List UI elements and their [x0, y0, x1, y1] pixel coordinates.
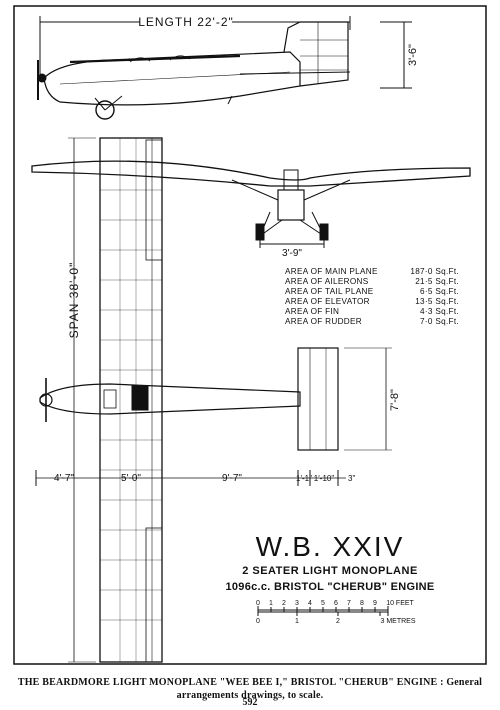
area-label: AREA OF FIN	[285, 307, 339, 316]
front-view	[31, 160, 471, 248]
dim-rear-fuselage: 9'-7"	[222, 473, 242, 484]
dim-nose: 4'-7"	[54, 473, 74, 484]
page-number: 592	[242, 697, 258, 708]
scale-feet-tick: 5	[321, 600, 325, 607]
area-value: 13·5 Sq.Ft.	[415, 297, 459, 306]
area-value: 21·5 Sq.Ft.	[415, 277, 459, 286]
dim-wing-chord: 5'-0"	[121, 473, 141, 484]
scale-feet-tick: 2	[282, 600, 286, 607]
scale-feet-tick: 6	[334, 600, 338, 607]
engine-subtitle: 1096c.c. BRISTOL "CHERUB" ENGINE	[225, 581, 434, 593]
area-label: AREA OF AILERONS	[285, 277, 369, 286]
scale-feet-tick: 0	[256, 600, 260, 607]
area-value: 6·5 Sq.Ft.	[420, 287, 459, 296]
scale-feet-tick: 9	[373, 600, 377, 607]
drawing-subtitle: 2 SEATER LIGHT MONOPLANE	[242, 565, 418, 577]
area-table: AREA OF MAIN PLANE 187·0 Sq.Ft. AREA OF …	[285, 267, 459, 326]
span-dimension-label: SPAN 38'-0"	[67, 262, 81, 339]
scale-feet-tick: 4	[308, 600, 312, 607]
drawing-frame	[13, 5, 487, 665]
area-value: 7·0 Sq.Ft.	[420, 317, 459, 326]
side-view	[37, 16, 412, 120]
drawing-title: W.B. XXIV	[256, 531, 405, 562]
scale-metre-tick: 0	[256, 618, 260, 625]
figure-caption: THE BEARDMORE LIGHT MONOPLANE "WEE BEE I…	[17, 677, 483, 701]
scale-feet-tick: 10 FEET	[386, 600, 414, 607]
scale-metre-tick: 2	[336, 618, 340, 625]
dim-tail-1: 1'-1"	[296, 474, 312, 483]
area-label: AREA OF TAIL PLANE	[285, 287, 374, 296]
scale-feet-tick: 8	[360, 600, 364, 607]
scale-metre-tick: 1	[295, 618, 299, 625]
track-dimension-label: 3'-9"	[282, 248, 302, 259]
length-dimension-label: LENGTH 22'-2"	[138, 15, 234, 29]
scale-feet-tick: 7	[347, 600, 351, 607]
dim-tail-2: 1'-10"	[314, 474, 335, 483]
area-value: 4·3 Sq.Ft.	[420, 307, 459, 316]
scale-feet-tick: 3	[295, 600, 299, 607]
scale-feet-tick: 1	[269, 600, 273, 607]
area-label: AREA OF ELEVATOR	[285, 297, 370, 306]
tail-span-dimension-label: 7'-8"	[389, 389, 401, 411]
area-label: AREA OF MAIN PLANE	[285, 267, 378, 276]
area-value: 187·0 Sq.Ft.	[410, 267, 459, 276]
plan-view	[35, 137, 392, 663]
area-label: AREA OF RUDDER	[285, 317, 362, 326]
scale-bar	[257, 606, 389, 616]
height-dimension-label: 3'-6"	[407, 44, 419, 66]
dim-tail-3: 3"	[348, 474, 355, 483]
scale-metre-tick: 3 METRES	[380, 618, 415, 625]
